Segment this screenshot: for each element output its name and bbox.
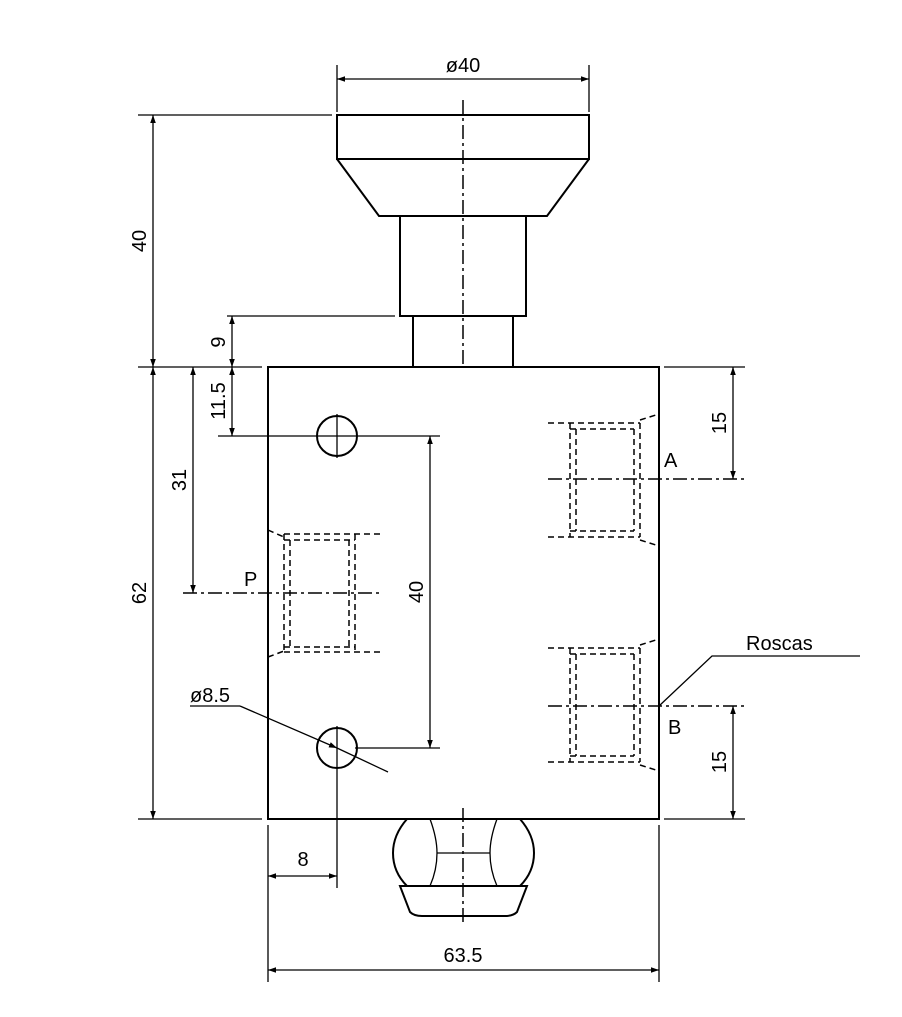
port-a-offset-label: 15 (709, 412, 731, 434)
hole-diameter-label: ø8.5 (190, 685, 230, 707)
knob-height-label: 40 (129, 230, 151, 252)
port-a-label: A (664, 450, 678, 472)
threads-label: Roscas (746, 633, 813, 655)
hex-nut (391, 808, 536, 925)
body-height-label: 62 (129, 582, 151, 604)
leaders (190, 655, 860, 773)
port-p-thread (183, 529, 380, 658)
knob (336, 100, 590, 368)
port-b-offset-label: 15 (709, 751, 731, 773)
text-labels: ø40 40 9 11.5 31 62 40 15 15 ø8.5 8 63.5… (129, 55, 813, 967)
leader-hole-diameter (239, 705, 338, 749)
port-b-thread (548, 638, 745, 772)
body-width-label: 63.5 (444, 945, 483, 967)
port-p-label: P (244, 569, 257, 591)
stem-height-label: 9 (208, 336, 230, 347)
port-b-label: B (668, 717, 681, 739)
leader-threads (658, 655, 860, 707)
hole-offset-top-label: 11.5 (208, 382, 230, 419)
hole-spacing-label: 40 (406, 581, 428, 603)
knob-diameter-label: ø40 (446, 55, 480, 77)
mounting-hole-bottom (316, 726, 358, 888)
hole-offset-left-label: 8 (297, 849, 308, 871)
dimension-lines (150, 76, 736, 973)
extension-lines (138, 65, 745, 982)
p-port-offset-label: 31 (169, 469, 191, 491)
port-a-thread (548, 413, 745, 547)
